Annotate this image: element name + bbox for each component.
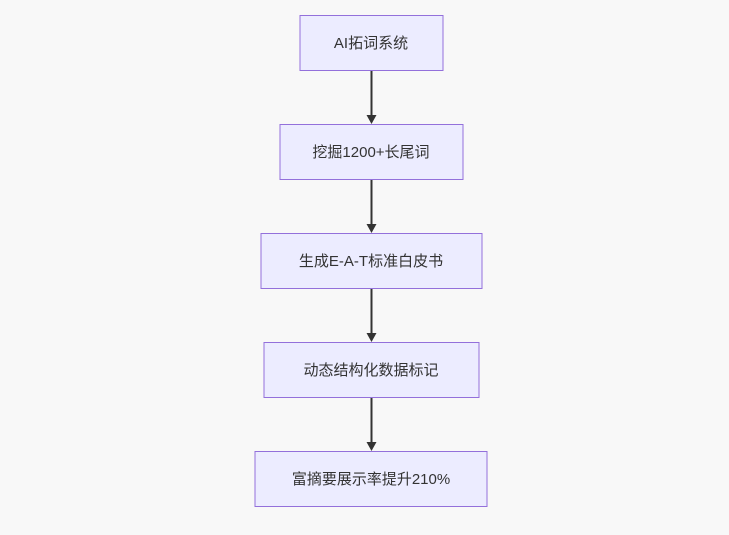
flow-node-label: 富摘要展示率提升210% — [291, 470, 451, 488]
edge-line — [370, 180, 372, 225]
flow-node-label: 挖掘1200+长尾词 — [312, 143, 430, 161]
flow-node-label: AI拓词系统 — [333, 34, 409, 52]
flow-node-label: 生成E-A-T标准白皮书 — [298, 252, 444, 270]
flow-node-eat-whitepaper: 生成E-A-T标准白皮书 — [260, 233, 482, 289]
arrow-down-edge-2 — [365, 180, 377, 233]
arrowhead-icon — [366, 115, 376, 124]
arrow-down-edge-4 — [365, 398, 377, 451]
flow-node-longtail-mining: 挖掘1200+长尾词 — [279, 124, 463, 180]
edge-line — [370, 289, 372, 334]
flow-node-label: 动态结构化数据标记 — [303, 361, 439, 379]
edge-line — [370, 71, 372, 116]
flowchart-column: AI拓词系统 挖掘1200+长尾词 生成E-A-T标准白皮书 动态结构化数据标记 — [254, 15, 488, 507]
arrowhead-icon — [366, 224, 376, 233]
arrow-down-edge-3 — [365, 289, 377, 342]
flow-node-rich-snippet-result: 富摘要展示率提升210% — [254, 451, 488, 507]
arrowhead-icon — [366, 333, 376, 342]
arrowhead-icon — [366, 442, 376, 451]
flow-node-ai-system: AI拓词系统 — [299, 15, 443, 71]
arrow-down-edge-1 — [365, 71, 377, 124]
flow-node-structured-data: 动态结构化数据标记 — [263, 342, 479, 398]
edge-line — [370, 398, 372, 443]
